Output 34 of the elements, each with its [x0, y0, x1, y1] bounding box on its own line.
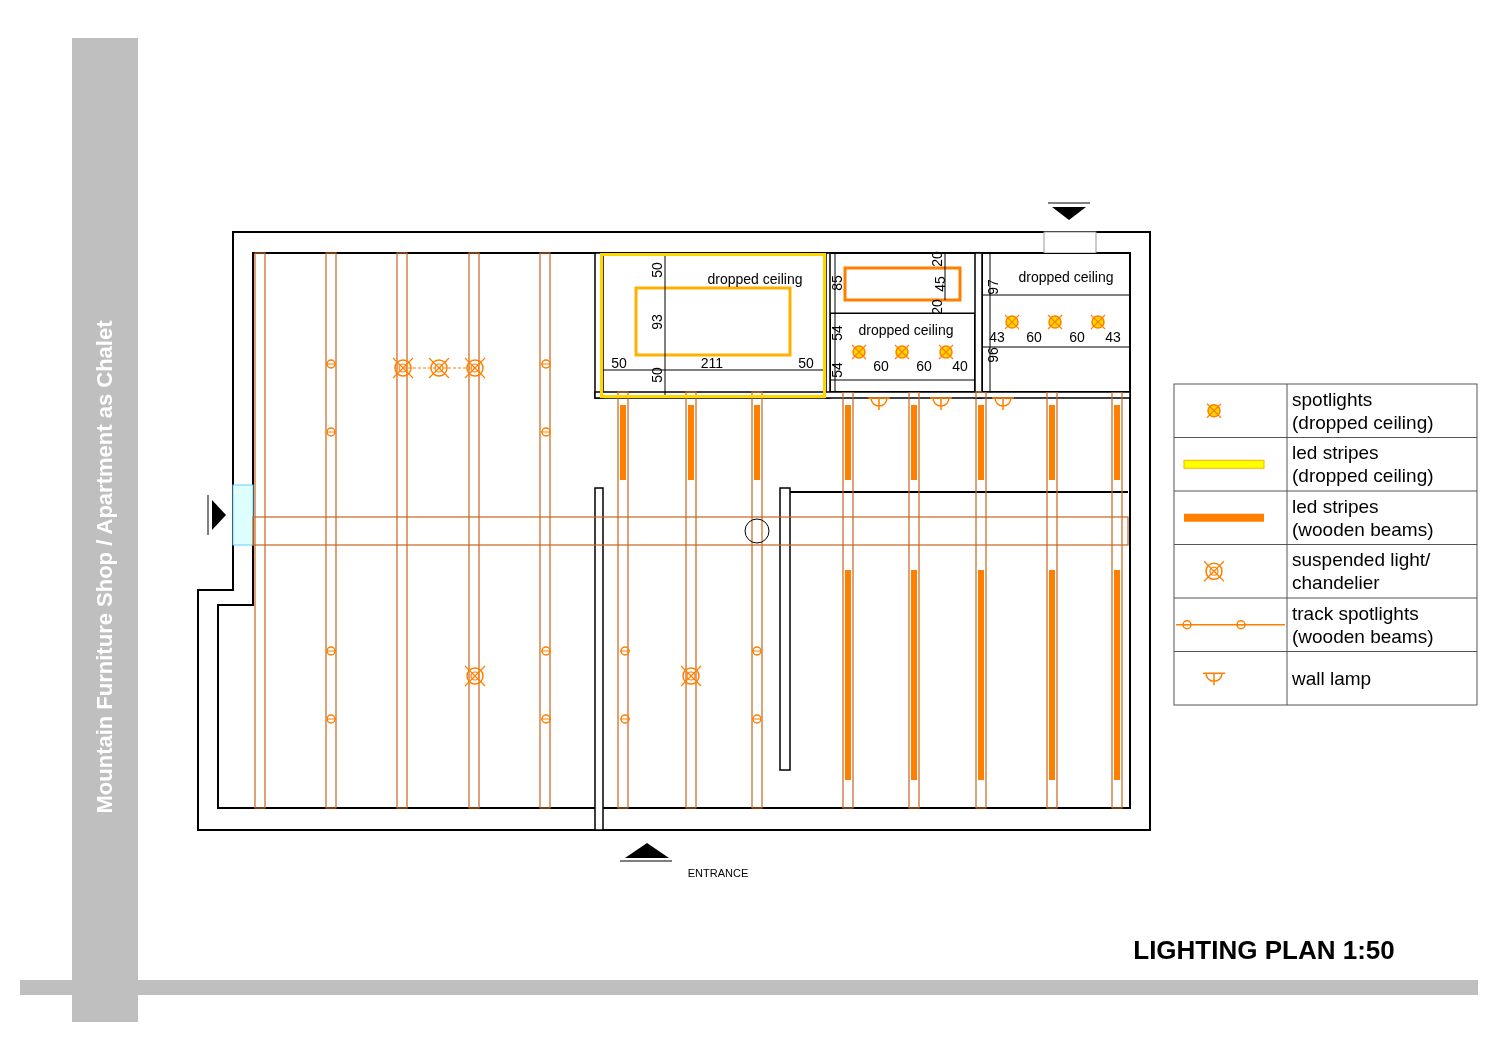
area-label: dropped ceiling [1018, 270, 1114, 284]
dimension-label: 60 [873, 359, 889, 373]
dimension-label: 50 [650, 262, 664, 278]
project-title: Mountain Furniture Shop / Apartment as Chalet [94, 320, 116, 814]
dimension-label: 93 [650, 314, 664, 330]
dimension-label: 43 [989, 330, 1005, 344]
dimension-label: 40 [952, 359, 968, 373]
dimension-label: 85 [830, 275, 844, 291]
dimension-label: 50 [798, 356, 814, 370]
dimension-label: 45 [933, 276, 947, 292]
dimension-label: 60 [1069, 330, 1085, 344]
legend-label: led stripes (dropped ceiling) [1292, 442, 1435, 487]
dimension-label: 54 [830, 325, 844, 341]
entrance-label: ENTRANCE [687, 867, 749, 879]
dropped-ceiling-area [982, 253, 1130, 392]
legend-label: track spotlights (wooden beams) [1292, 602, 1435, 647]
dimension-label: 60 [916, 359, 932, 373]
legend-label: led stripes (wooden beams) [1292, 495, 1435, 540]
dimension-label: 50 [650, 367, 664, 383]
dimension-label: 211 [700, 356, 724, 370]
legend-label: wall lamp [1292, 666, 1373, 691]
legend-label: spotlights (dropped ceiling) [1292, 388, 1435, 433]
dimension-label: 54 [830, 362, 844, 378]
dimension-label: 60 [1026, 330, 1042, 344]
dimension-label: 50 [611, 356, 627, 370]
legend-label: suspended light/ chandelier [1292, 549, 1432, 594]
area-label: dropped ceiling [858, 323, 954, 337]
dimension-label: 97 [986, 279, 1000, 295]
plan-title: LIGHTING PLAN 1:50 [1133, 937, 1395, 963]
dropped-ceiling-area [830, 313, 975, 392]
dimension-label: 43 [1105, 330, 1121, 344]
area-label: dropped ceiling [707, 272, 803, 286]
dimension-label: 96 [986, 347, 1000, 363]
dropped-ceiling-area [600, 253, 826, 398]
